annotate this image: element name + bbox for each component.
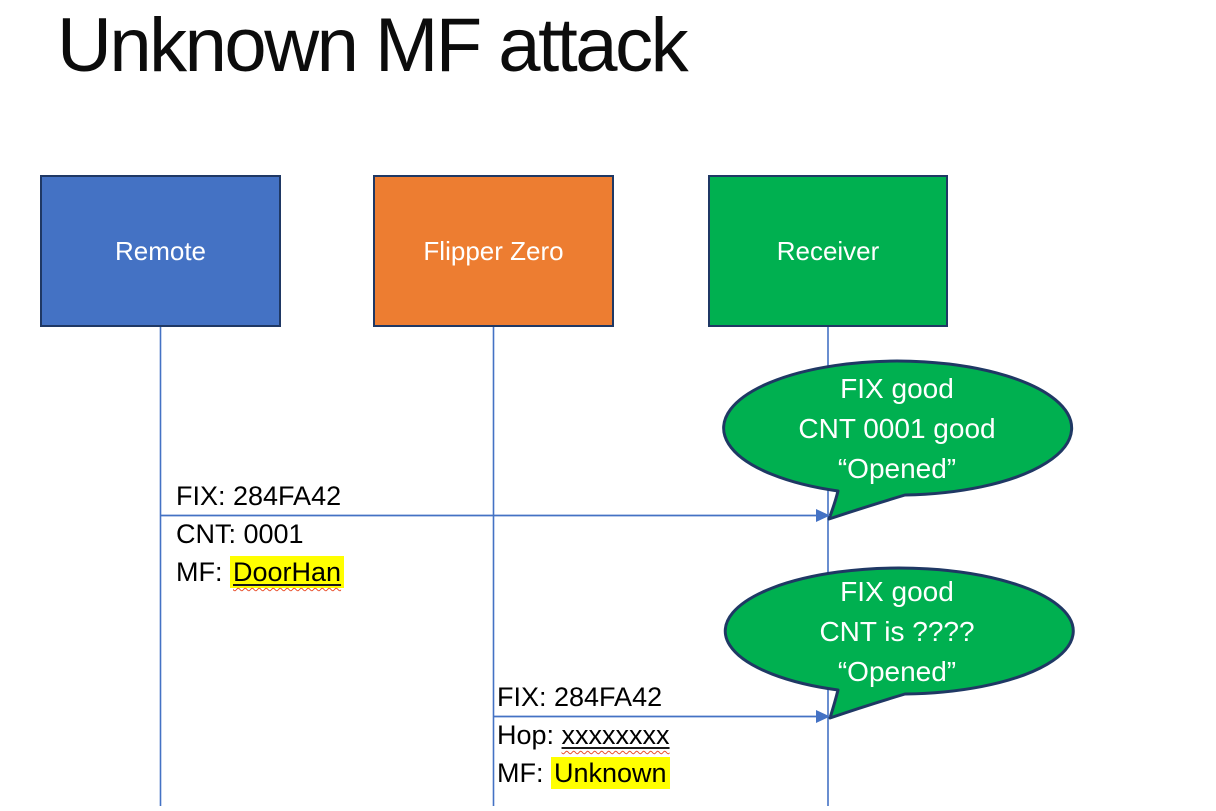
message-1-fix: FIX: 284FA42 — [176, 481, 342, 511]
speech-bubble-2 — [723, 566, 1075, 720]
actor-label-flipper-zero: Flipper Zero — [423, 235, 564, 266]
message-2-fix: FIX: 284FA42 — [497, 682, 663, 712]
message-2-hop-value: xxxxxxxx — [561, 720, 670, 750]
bubble-2-line-2: CNT is ???? — [819, 616, 975, 647]
highlighted-value: Unknown — [551, 757, 670, 789]
message-1-mf-prefix: MF: — [176, 557, 230, 587]
highlighted-value: DoorHan — [230, 556, 345, 588]
message-2-labels: FIX: 284FA42 Hop: xxxxxxxx MF: Unknown — [497, 678, 670, 792]
slide-title: Unknown MF attack — [57, 3, 689, 88]
actor-box-receiver: Receiver — [708, 175, 948, 327]
message-1-mf: MF: DoorHan — [176, 553, 345, 591]
message-2-mf-value: Unknown — [554, 758, 667, 788]
actor-label-remote: Remote — [114, 235, 207, 266]
bubble-1-line-3: “Opened” — [837, 453, 957, 484]
actor-label-receiver: Receiver — [776, 235, 880, 266]
message-arrow-2 — [493, 710, 830, 723]
message-1-cnt: CNT: 0001 — [176, 519, 304, 549]
speech-bubble-2-text: FIX good CNT is ???? “Opened” — [737, 572, 1057, 692]
message-arrow-1 — [160, 509, 830, 522]
actor-box-remote: Remote — [40, 175, 281, 327]
message-1-labels: FIX: 284FA42 CNT: 0001 MF: DoorHan — [176, 477, 345, 591]
actor-box-flipper-zero: Flipper Zero — [373, 175, 614, 327]
speech-bubble-1 — [722, 359, 1074, 521]
message-2-mf: MF: Unknown — [497, 754, 670, 792]
bubble-2-line-3: “Opened” — [837, 656, 957, 687]
message-2-hop-prefix: Hop: — [497, 720, 562, 750]
bubble-1-line-2: CNT 0001 good — [798, 413, 996, 444]
bubble-1-line-1: FIX good — [840, 373, 954, 404]
speech-bubble-1-text: FIX good CNT 0001 good “Opened” — [737, 369, 1057, 489]
message-1-mf-value: DoorHan — [233, 557, 342, 587]
bubble-2-line-1: FIX good — [840, 576, 954, 607]
message-2-mf-prefix: MF: — [497, 758, 551, 788]
message-2-hop: Hop: xxxxxxxx — [497, 716, 670, 754]
